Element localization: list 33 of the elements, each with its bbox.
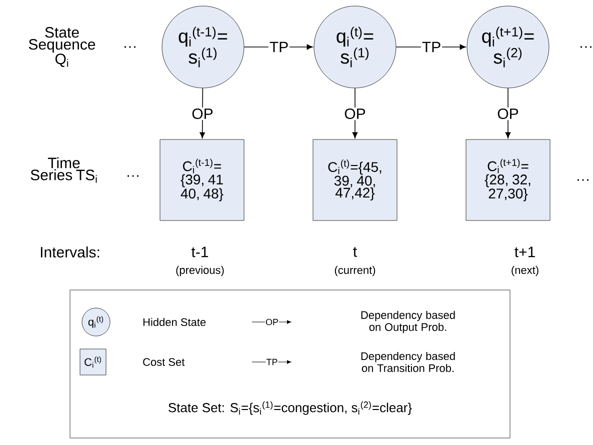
interval-note: (previous) (176, 266, 224, 276)
row-label: Intervals: (40, 246, 100, 258)
interval-note: (next) (512, 266, 538, 276)
legend-box (70, 290, 510, 438)
edge-label: TP (270, 42, 288, 52)
interval-note: (current) (334, 266, 376, 276)
ellipsis: … (580, 46, 592, 48)
interval-label: t-1 (191, 246, 208, 258)
state-set-text: State Set: S$_{i}$={s$_{i}$$^{(1)}$=congestion, s$_{i}$$^{(2)}$=clear} (168, 401, 412, 415)
interval-label: t+1 (514, 246, 535, 258)
legend-text: Hidden State (143, 318, 206, 326)
legend-arrow-sample: OP (252, 318, 292, 326)
ellipsis: … (128, 175, 138, 177)
cost-set-box: C$_{i}$$^{(t+1)}$= {28, 32, 27,30} (466, 139, 550, 221)
row-label: Time Series TS$_{i}$ (30, 157, 97, 183)
edge-label: OP (192, 108, 213, 120)
legend-text: Cost Set (143, 358, 185, 366)
row-label: State Sequence Q$_{i}$ (28, 27, 96, 67)
ellipsis: … (578, 179, 588, 181)
cost-set-box: C$_{i}$$^{(t)}$={45, 39, 40, 47,42} (312, 139, 398, 221)
arrow (505, 88, 511, 138)
arrow (396, 44, 466, 50)
legend-text: Dependency based on Transition Prob. (361, 352, 455, 372)
edge-label: OP (498, 108, 518, 120)
ellipsis: … (124, 46, 136, 48)
edge-label: TP (422, 42, 440, 52)
edge-label: OP (344, 108, 366, 120)
legend-text: Dependency based on Output Prob. (361, 310, 455, 334)
arrow (352, 88, 358, 138)
cost-set-box: C$_{i}$$^{(t-1)}$= {39, 41 40, 48} (160, 139, 244, 221)
interval-label: t (353, 247, 357, 257)
legend-arrow-sample: TP (252, 358, 292, 366)
arrow (200, 88, 206, 138)
